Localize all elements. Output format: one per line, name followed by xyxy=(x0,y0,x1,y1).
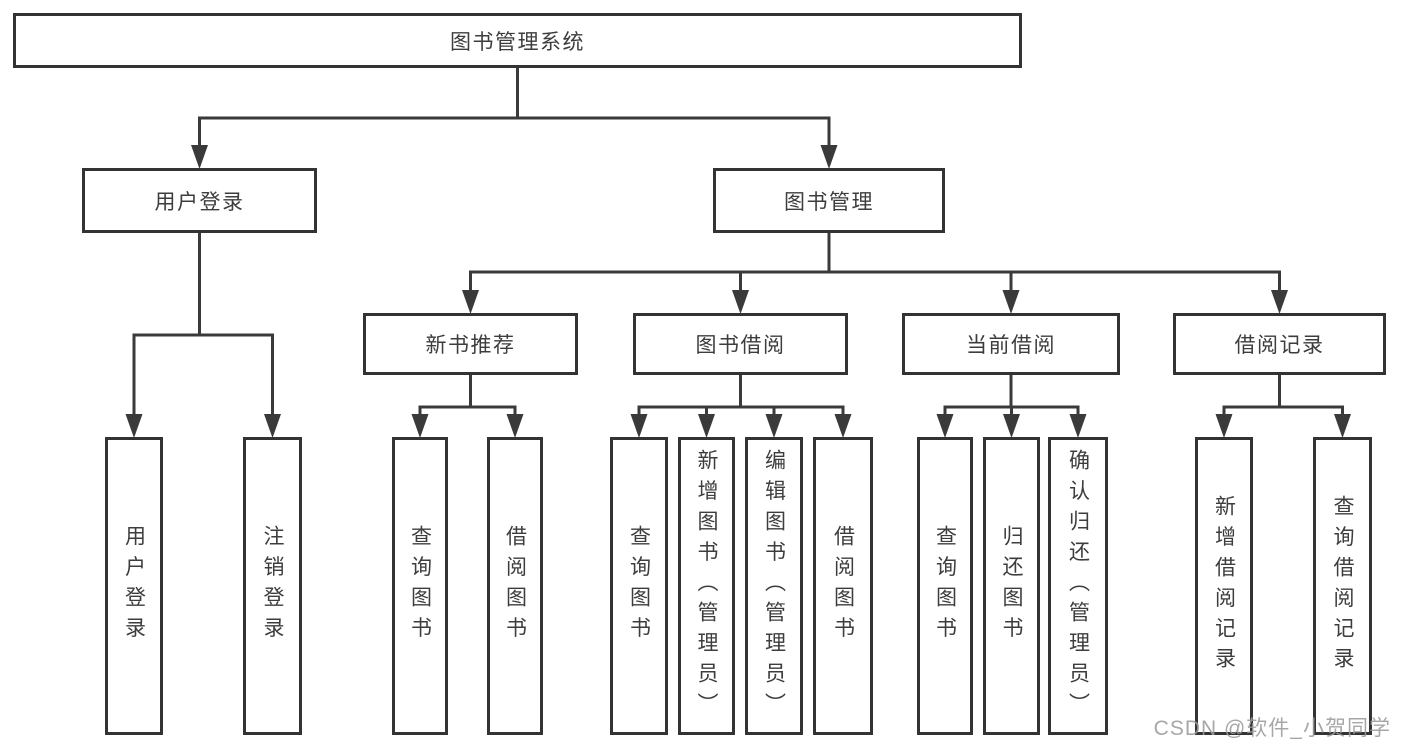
node-bb-edit: 编辑图书（管理员） xyxy=(745,437,803,735)
node-label-nbr-borrow: 借阅图书 xyxy=(503,525,527,647)
node-label-root: 图书管理系统 xyxy=(450,30,585,54)
node-label-bb-query: 查询图书 xyxy=(627,525,651,647)
node-label-br-add: 新增借阅记录 xyxy=(1212,494,1236,678)
node-label-cb-query: 查询图书 xyxy=(933,525,957,647)
node-cb-query: 查询图书 xyxy=(917,437,973,735)
node-label-br-query: 查询借阅记录 xyxy=(1331,494,1354,678)
node-logout: 注销登录 xyxy=(243,437,302,735)
node-label-cb-return: 归还图书 xyxy=(1000,525,1023,647)
node-label-login: 用户登录 xyxy=(122,525,146,647)
node-label-current-borrow: 当前借阅 xyxy=(966,334,1056,357)
node-label-bb-add: 新增图书（管理员） xyxy=(695,448,718,724)
node-br-query: 查询借阅记录 xyxy=(1313,437,1372,735)
node-nbr-borrow: 借阅图书 xyxy=(487,437,543,735)
node-label-user-login: 用户登录 xyxy=(154,190,245,214)
node-bb-add: 新增图书（管理员） xyxy=(678,437,735,735)
node-new-book-rec: 新书推荐 xyxy=(363,313,578,375)
node-nbr-query: 查询图书 xyxy=(392,437,448,735)
node-book-borrow: 图书借阅 xyxy=(633,313,848,375)
node-label-cb-confirm: 确认归还（管理员） xyxy=(1066,448,1090,724)
node-label-borrow-records: 借阅记录 xyxy=(1234,334,1325,357)
node-label-book-borrow: 图书借阅 xyxy=(695,334,786,357)
node-user-login: 用户登录 xyxy=(82,168,317,233)
node-root: 图书管理系统 xyxy=(13,13,1022,68)
node-label-bb-edit: 编辑图书（管理员） xyxy=(762,448,786,724)
node-bb-query: 查询图书 xyxy=(610,437,668,735)
node-label-bb-borrow: 借阅图书 xyxy=(831,525,855,647)
node-label-nbr-query: 查询图书 xyxy=(408,525,432,647)
node-label-logout: 注销登录 xyxy=(261,525,284,647)
node-book-mgmt: 图书管理 xyxy=(713,168,945,233)
node-label-new-book-rec: 新书推荐 xyxy=(425,334,516,357)
node-cb-return: 归还图书 xyxy=(983,437,1040,735)
node-br-add: 新增借阅记录 xyxy=(1195,437,1253,735)
node-login: 用户登录 xyxy=(105,437,163,735)
node-bb-borrow: 借阅图书 xyxy=(813,437,873,735)
watermark-text: CSDN @软件_小贺同学 xyxy=(1153,717,1391,740)
node-borrow-records: 借阅记录 xyxy=(1173,313,1386,375)
node-label-book-mgmt: 图书管理 xyxy=(784,190,874,214)
node-current-borrow: 当前借阅 xyxy=(902,313,1120,375)
node-cb-confirm: 确认归还（管理员） xyxy=(1048,437,1108,735)
